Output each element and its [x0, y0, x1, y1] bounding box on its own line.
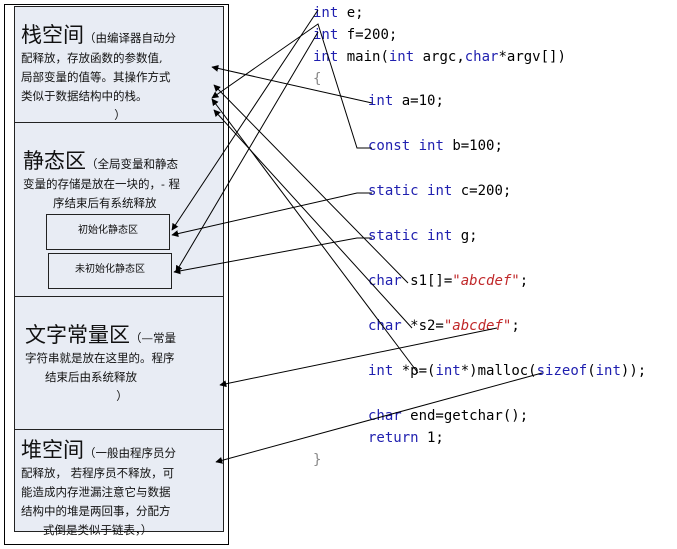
code-line-10: char *s2="abcdef"; — [368, 318, 520, 334]
code-keyword: const — [368, 138, 411, 154]
heap-desc-line-2: 配释放， 若程序员不释放，可 — [21, 466, 175, 480]
literal-desc-line-3: 结束后由系统释放 — [45, 370, 137, 384]
code-line-11: int *p=(int*)malloc(sizeof(int)); — [368, 363, 646, 379]
arrow-const-b-to-stack — [211, 23, 372, 149]
literal-title: 文字常量区 — [25, 323, 130, 347]
code-text: ( — [587, 363, 596, 379]
code-keyword: int — [595, 363, 621, 379]
code-keyword: int — [418, 138, 444, 154]
code-keyword: sizeof — [536, 363, 588, 379]
code-text: ; — [511, 318, 520, 334]
code-keyword: char — [464, 49, 499, 65]
static-desc-line-1: （全局变量和静态 — [86, 157, 178, 171]
arrow-static-g-to-uninit — [173, 237, 372, 275]
code-line-9: char s1[]="abcdef"; — [368, 273, 528, 289]
arrow-global-f-to-uninit — [175, 31, 319, 273]
code-text: 1; — [418, 430, 444, 446]
code-line-6: const int b=100; — [368, 138, 503, 154]
stack-desc-line-2: 配释放，存放函数的参数值, — [21, 51, 163, 65]
static-desc-line-3: 序结束后有系统释放 — [53, 196, 157, 210]
code-keyword: return — [368, 430, 419, 446]
code-text: s1[]= — [401, 273, 453, 289]
literal-desc-line-2: 字符串就是放在这里的。程序 — [25, 351, 175, 365]
heap-desc-line-1: （一般由程序员分 — [84, 446, 176, 460]
stack-desc-line-3: 局部变量的值等。其操作方式 — [21, 70, 171, 84]
arrow-s1-to-stack — [213, 84, 409, 284]
stack-desc-line-4: 类似于数据结构中的栈。 — [21, 89, 148, 103]
code-keyword: int — [313, 5, 339, 21]
code-text: *p=( — [393, 363, 436, 379]
code-text: g; — [452, 228, 478, 244]
code-text: *s2= — [401, 318, 444, 334]
code-keyword: int — [388, 49, 415, 65]
code-text: )); — [620, 363, 647, 379]
arrow-p-to-stack — [211, 98, 419, 374]
code-line-3: int main(int argc,char*argv[]) — [313, 49, 566, 65]
literal-constant-region: 文字常量区（—常量 字符串就是放在这里的。程序 结束后由系统释放 ） — [14, 296, 224, 430]
code-keyword: int — [313, 49, 339, 65]
code-text: *)malloc( — [460, 363, 537, 379]
arrow-global-e-to-init — [171, 9, 319, 231]
code-keyword: int — [368, 93, 394, 109]
code-text: argc, — [414, 49, 465, 65]
heap-title: 堆空间 — [21, 438, 84, 462]
code-keyword: int — [368, 363, 394, 379]
code-line-8: static int g; — [368, 228, 478, 244]
heap-desc-line-5: 式倒是类似于链表，） — [43, 523, 153, 537]
code-line-2: int f=200; — [313, 27, 397, 43]
static-region: 静态区（全局变量和静态 变量的存储是放在一块的，- 程 序结束后有系统释放 初始… — [14, 122, 224, 297]
code-text: a=10; — [393, 93, 444, 109]
code-text: e; — [338, 5, 364, 21]
code-keyword: static — [368, 228, 419, 244]
arrow-literal-to-const-area — [219, 327, 498, 388]
code-line-1: int e; — [313, 5, 364, 21]
stack-desc-line-5: ） — [114, 108, 126, 122]
code-text: c=200; — [452, 183, 512, 199]
code-text: *argv[]) — [498, 49, 566, 65]
initialized-static-box: 初始化静态区 — [46, 214, 170, 250]
code-line-7: static int c=200; — [368, 183, 511, 199]
arrow-static-c-to-init — [171, 192, 372, 238]
code-string: "abcdef" — [452, 273, 520, 289]
code-open-brace: { — [313, 71, 322, 87]
heap-desc-line-3: 能造成内存泄漏注意它与数据 — [21, 485, 171, 499]
code-keyword: int — [313, 27, 339, 43]
code-keyword: int — [427, 183, 453, 199]
code-keyword: static — [368, 183, 419, 199]
code-keyword: int — [435, 363, 461, 379]
arrow-local-a-to-stack — [211, 64, 373, 104]
heap-desc-line-4: 结构中的堆是两回事，分配方 — [21, 504, 171, 518]
static-title: 静态区 — [23, 149, 86, 173]
heap-region: 堆空间（一般由程序员分 配释放， 若程序员不释放，可 能造成内存泄漏注意它与数据… — [14, 429, 224, 537]
stack-desc-line-1: （由编译器自动分 — [84, 31, 176, 45]
code-line-13: return 1; — [368, 430, 444, 446]
code-text: b=100; — [443, 138, 503, 154]
code-string: "abcdef" — [443, 318, 512, 334]
code-text: f=200; — [338, 27, 398, 43]
arrow-malloc-to-heap — [215, 372, 543, 464]
code-keyword: char — [368, 273, 402, 289]
literal-desc-line-1: （—常量 — [130, 331, 176, 345]
literal-desc-line-4: ） — [116, 389, 128, 403]
code-text: main( — [338, 49, 389, 65]
uninitialized-static-box: 未初始化静态区 — [48, 253, 172, 289]
stack-title: 栈空间 — [21, 23, 84, 47]
code-keyword: int — [427, 228, 453, 244]
stack-region: 栈空间（由编译器自动分 配释放，存放函数的参数值, 局部变量的值等。其操作方式 … — [14, 6, 224, 123]
code-keyword: char — [368, 318, 402, 334]
code-text: end=getchar(); — [401, 408, 529, 424]
code-line-5: int a=10; — [368, 93, 444, 109]
code-text: ; — [519, 273, 529, 289]
code-close-brace: } — [313, 452, 322, 468]
static-desc-line-2: 变量的存储是放在一块的，- 程 — [23, 177, 181, 191]
